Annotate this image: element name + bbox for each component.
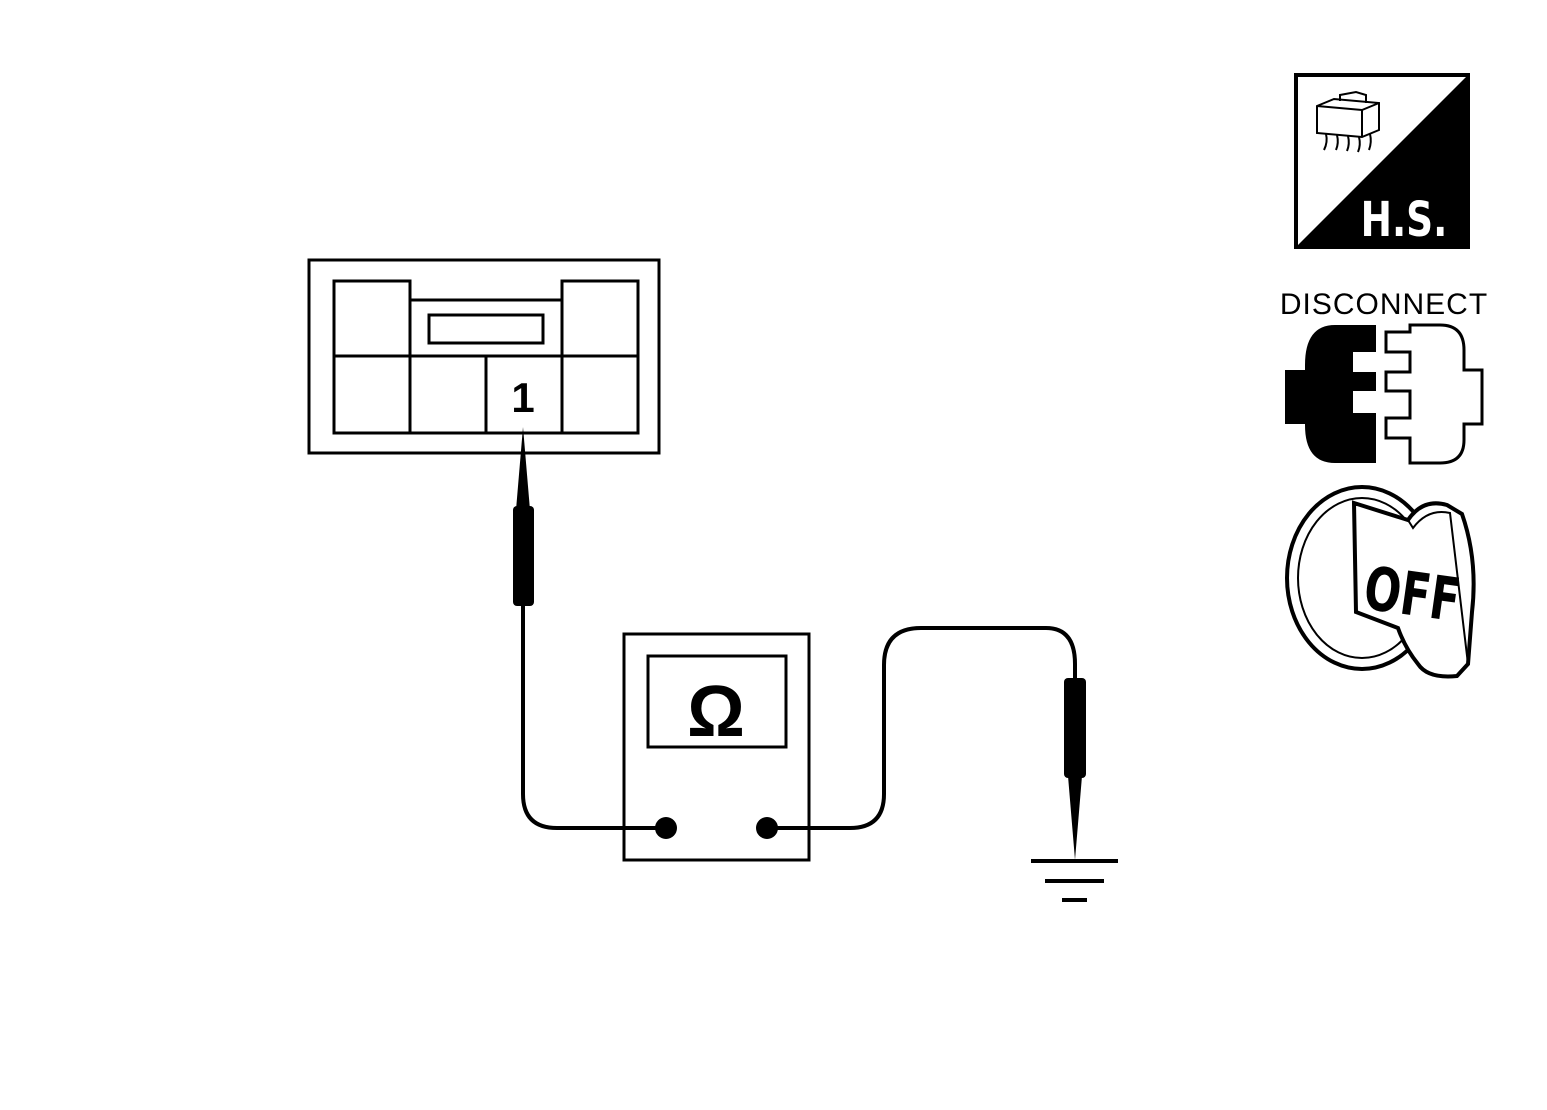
probe-right-lead-wire: [767, 626, 1077, 830]
probe-left: [513, 427, 666, 830]
disconnect-connector-icon: [1285, 323, 1484, 465]
ignition-off-label: OFF: [1360, 554, 1465, 637]
probe-right-tip: [1068, 776, 1082, 860]
ignition-key-edge: [1407, 511, 1469, 665]
ignition-key-head: [1351, 500, 1476, 679]
disconnect-label: DISCONNECT: [1280, 288, 1488, 321]
ohmmeter: [622, 632, 811, 862]
harness-connector: [307, 258, 661, 455]
harness-connector-icon: [1316, 90, 1380, 153]
harness-side-icon: H.S.: [1294, 73, 1470, 249]
probe-right: [767, 626, 1086, 860]
terminal-label: 1: [511, 374, 534, 421]
probe-right-handle: [1064, 678, 1086, 778]
probe-left-handle: [513, 506, 534, 606]
ohmmeter-terminal-left: [655, 817, 677, 839]
probe-left-lead-wire: [521, 604, 666, 830]
ground-symbol-icon: [1031, 859, 1118, 902]
ohmmeter-display: [646, 654, 788, 749]
harness-side-label: H.S.: [1361, 193, 1448, 249]
ohm-symbol: Ω: [687, 672, 745, 752]
connector-outer-frame: [307, 258, 661, 455]
ohmmeter-body: [622, 632, 811, 862]
disconnect-plug-male: [1285, 325, 1376, 463]
disconnect-plug-female: [1384, 323, 1484, 465]
connector-lock-tab: [427, 313, 545, 345]
ignition-switch-off-icon: OFF: [1285, 485, 1476, 679]
probe-left-tip: [516, 427, 530, 510]
